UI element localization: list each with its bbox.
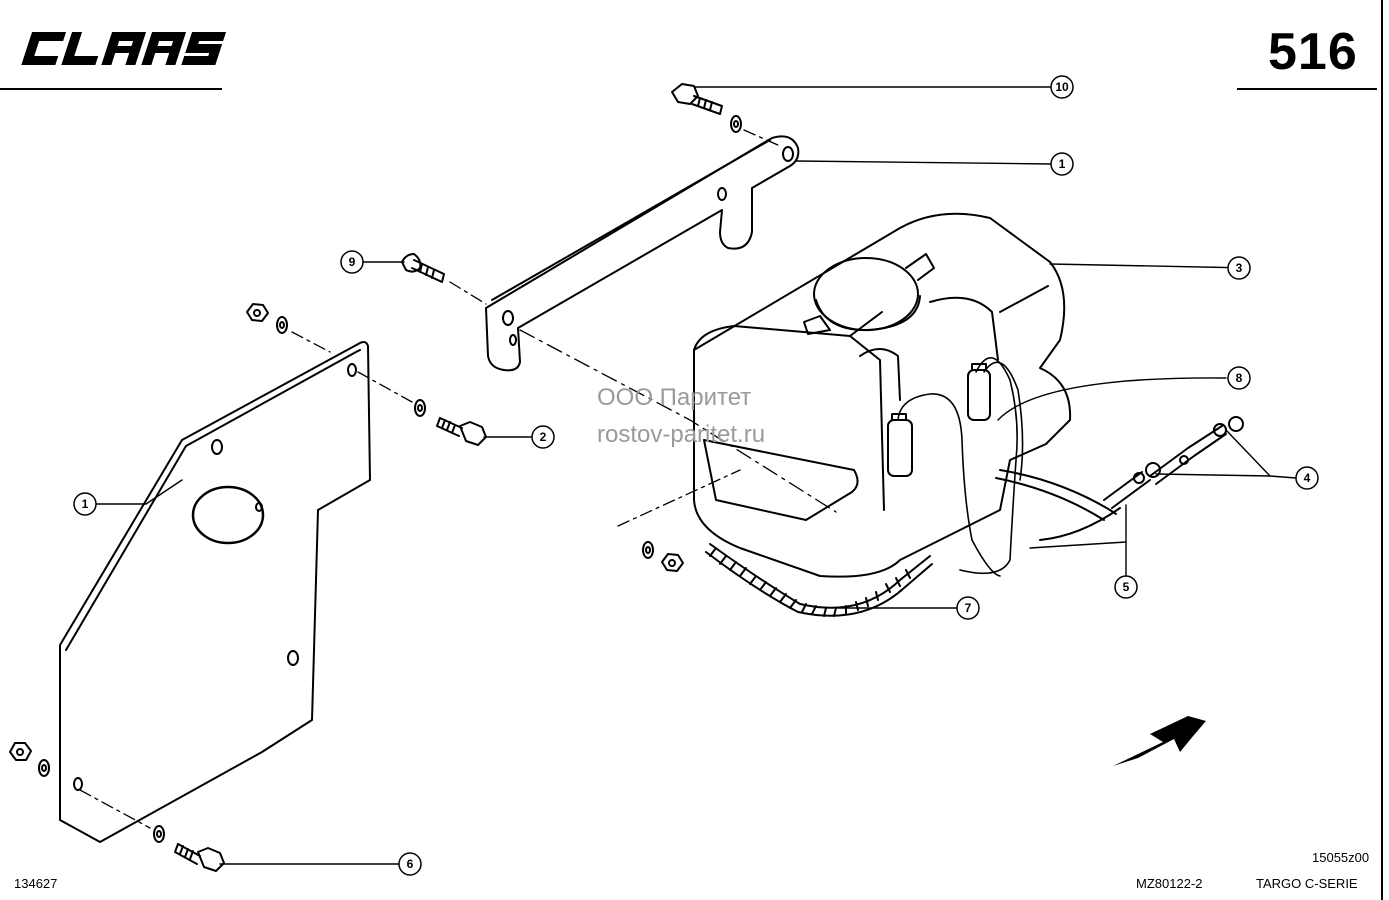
svg-text:8: 8 bbox=[1236, 371, 1243, 385]
bolt-6 bbox=[153, 825, 225, 872]
callout-group: 10 1 3 8 4 5 7 bbox=[73, 75, 1319, 876]
svg-text:7: 7 bbox=[965, 601, 972, 615]
callout-1-plate: 1 bbox=[73, 492, 97, 516]
nut-bottom-left bbox=[9, 742, 50, 777]
washer-hoses bbox=[995, 425, 1227, 541]
callout-8: 8 bbox=[1227, 366, 1251, 390]
bolt-9 bbox=[401, 253, 445, 283]
washer-reservoir bbox=[693, 212, 1072, 578]
callout-3: 3 bbox=[1227, 256, 1251, 280]
claas-logo bbox=[21, 32, 227, 65]
pump-wiring bbox=[897, 356, 1024, 577]
watermark-company: ООО Паритет bbox=[597, 384, 752, 411]
svg-text:2: 2 bbox=[540, 430, 547, 444]
svg-text:10: 10 bbox=[1055, 80, 1069, 94]
svg-text:1: 1 bbox=[1059, 157, 1066, 171]
svg-text:1: 1 bbox=[82, 497, 89, 511]
svg-text:6: 6 bbox=[407, 857, 414, 871]
direction-arrow-icon bbox=[1113, 716, 1206, 766]
footer-series: TARGO C-SERIE bbox=[1256, 876, 1358, 891]
svg-text:3: 3 bbox=[1236, 261, 1243, 275]
svg-text:5: 5 bbox=[1123, 580, 1130, 594]
upper-bracket bbox=[485, 135, 800, 372]
callout-1-bracket: 1 bbox=[1050, 152, 1074, 176]
mounting-plate bbox=[59, 341, 371, 843]
svg-text:9: 9 bbox=[349, 255, 356, 269]
watermark-site: rostov-paritet.ru bbox=[597, 421, 766, 448]
callout-5: 5 bbox=[1114, 575, 1138, 599]
callout-6: 6 bbox=[398, 852, 422, 876]
callout-9: 9 bbox=[340, 250, 364, 274]
header-rule-left bbox=[0, 88, 222, 90]
callout-2: 2 bbox=[531, 425, 555, 449]
callout-10: 10 bbox=[1050, 75, 1074, 99]
bolt-2 bbox=[414, 399, 487, 446]
callout-4: 4 bbox=[1295, 466, 1319, 490]
page-number: 516 bbox=[1268, 23, 1358, 81]
bolt-10 bbox=[671, 83, 742, 133]
spiral-hose bbox=[705, 543, 933, 617]
header-rule-right bbox=[1237, 88, 1377, 90]
footer-mid-code: MZ80122-2 bbox=[1136, 876, 1203, 891]
footer-left-code: 134627 bbox=[14, 876, 58, 891]
leader-lines bbox=[95, 86, 1297, 865]
svg-text:4: 4 bbox=[1304, 471, 1311, 485]
callout-7: 7 bbox=[956, 596, 980, 620]
frame-border-right bbox=[1381, 0, 1383, 900]
nut-under-tank bbox=[642, 541, 684, 572]
nozzles bbox=[1133, 416, 1244, 484]
nut-top-left bbox=[246, 303, 288, 334]
drawing-code: 15055z00 bbox=[1312, 850, 1370, 865]
